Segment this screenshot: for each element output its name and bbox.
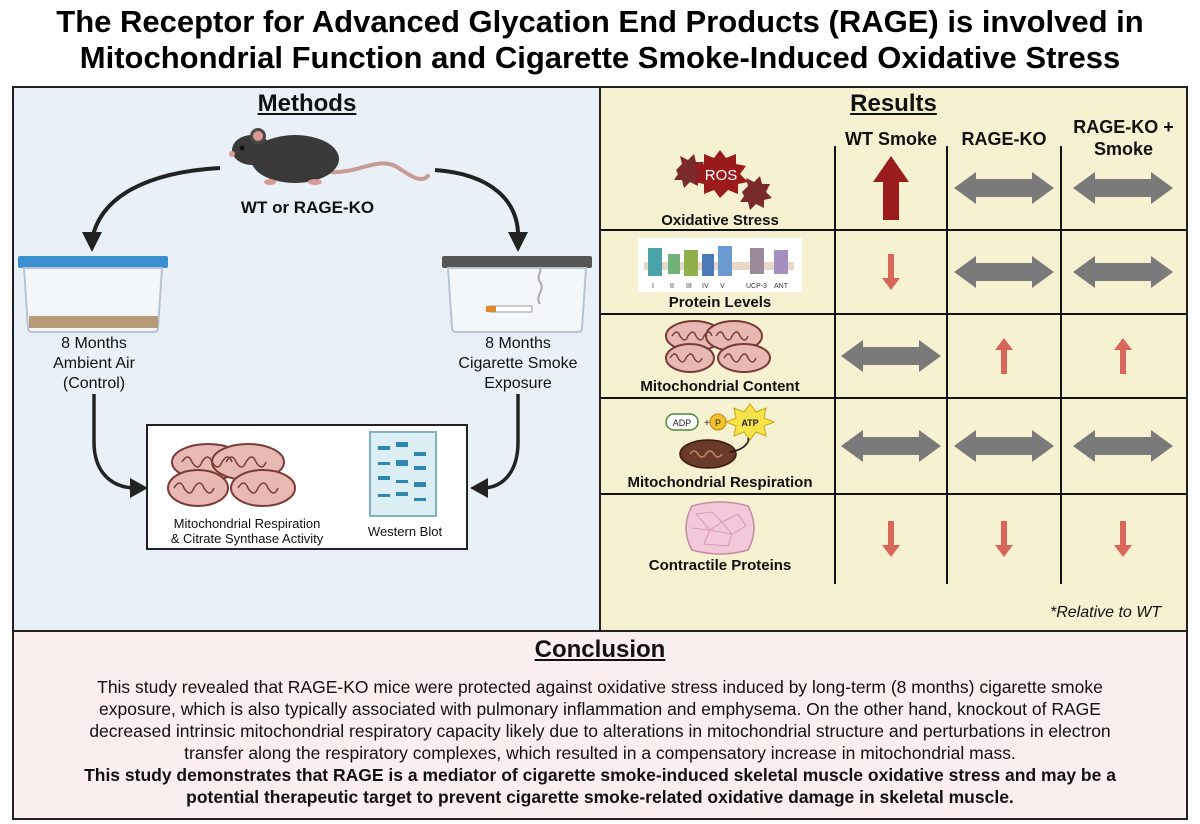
control-cage-label: 8 Months Ambient Air (Control) <box>14 334 174 394</box>
results-effects <box>841 156 1173 557</box>
results-grid <box>601 146 1186 584</box>
complex-label-5: V <box>720 283 725 290</box>
effect-arrow-r0-c2-none <box>1073 172 1173 204</box>
conclusion-line-3: decreased intrinsic mitochondrial respir… <box>89 721 1111 741</box>
smoke-cage-label: 8 Months Cigarette Smoke Exposure <box>436 334 600 394</box>
control-cage-line-1: 8 Months <box>61 335 127 352</box>
protein-complex-icon: I II III IV V UCP-3 ANT <box>638 238 802 292</box>
effect-arrow-r0-c0-up-large <box>873 156 909 220</box>
row-label-mitochondrial-respiration: Mitochondrial Respiration <box>627 474 813 491</box>
effect-arrow-r2-c1-up <box>995 338 1013 374</box>
control-cage-line-2: Ambient Air <box>53 355 135 372</box>
col-header-wt-smoke: WT Smoke <box>844 129 937 149</box>
methods-heading: Methods <box>257 90 357 117</box>
assay-mito-line-1: Mitochondrial Respiration <box>173 516 321 531</box>
complex-label-4: IV <box>702 283 709 290</box>
title-line-2: Mitochondrial Function and Cigarette Smo… <box>79 40 1121 75</box>
conclusion-line-4: transfer along the respiratory complexes… <box>184 743 1016 763</box>
conclusion-bold-line-2: potential therapeutic target to prevent … <box>186 787 1014 807</box>
smoke-cage-icon <box>442 256 592 333</box>
effect-arrow-r4-c2-down <box>1114 521 1132 557</box>
mito-content-icon <box>665 320 771 373</box>
assay-mito-label: Mitochondrial Respiration & Citrate Synt… <box>152 516 342 546</box>
smoke-cage-line-2: Cigarette Smoke <box>458 355 578 372</box>
atp-text: ATP <box>741 418 758 428</box>
complex-label-3: III <box>686 283 692 290</box>
control-cage-icon <box>18 256 168 333</box>
complex-label-2: II <box>670 283 674 290</box>
col-header-rage-ko-smoke: RAGE-KO + Smoke <box>1061 116 1186 160</box>
assay-western-label: Western Blot <box>367 524 443 539</box>
conclusion-body: This study revealed that RAGE-KO mice we… <box>24 676 1176 808</box>
mouse-label: WT or RAGE-KO <box>240 198 375 217</box>
effect-arrow-r1-c2-none <box>1073 256 1173 288</box>
figure-title: The Receptor for Advanced Glycation End … <box>0 4 1200 76</box>
mouse-icon <box>229 128 430 185</box>
arrow-control-to-assays <box>92 394 148 498</box>
effect-arrow-r4-c0-down <box>882 521 900 557</box>
col-header-rage-ko: RAGE-KO <box>961 129 1047 149</box>
figure-frame <box>12 86 1188 820</box>
row-label-protein-levels: Protein Levels <box>668 294 772 311</box>
arrow-smoke-to-assays <box>470 394 520 498</box>
mito-respiration-icon: ADP + P ATP <box>665 403 776 469</box>
effect-arrow-r2-c2-up <box>1114 338 1132 374</box>
ros-text: ROS <box>705 167 738 184</box>
col-header-rage-ko-smoke-line-2: Smoke <box>1093 139 1154 159</box>
smoke-cage-line-1: 8 Months <box>485 335 551 352</box>
effect-arrow-r3-c0-none <box>841 430 941 462</box>
effect-arrow-r4-c1-down <box>995 521 1013 557</box>
complex-label-ant: ANT <box>774 283 789 290</box>
ros-icon <box>674 150 772 210</box>
conclusion-line-1: This study revealed that RAGE-KO mice we… <box>97 677 1103 697</box>
arrow-mouse-to-smoke <box>434 168 528 252</box>
contractile-tissue-icon <box>685 501 755 555</box>
panel-divider-vertical <box>599 88 601 630</box>
results-footnote: *Relative to WT <box>1050 604 1162 621</box>
adp-text: ADP <box>673 418 692 428</box>
plus-text: + <box>704 418 710 429</box>
p-text: P <box>715 418 721 428</box>
title-line-1: The Receptor for Advanced Glycation End … <box>56 4 1144 39</box>
conclusion-bold-line-1: This study demonstrates that RAGE is a m… <box>84 765 1116 785</box>
mitochondria-icon <box>167 443 296 507</box>
western-blot-icon <box>369 431 437 517</box>
panel-divider-horizontal <box>14 630 1186 632</box>
row-label-contractile-proteins: Contractile Proteins <box>648 557 792 574</box>
conclusion-line-2: exposure, which is also typically associ… <box>99 699 1101 719</box>
ros-text-label: ROS <box>705 167 738 184</box>
effect-arrow-r3-c1-none <box>954 430 1054 462</box>
effect-arrow-r3-c2-none <box>1073 430 1173 462</box>
row-label-mitochondrial-content: Mitochondrial Content <box>640 378 800 395</box>
results-heading: Results <box>850 90 937 117</box>
arrow-mouse-to-control <box>82 166 221 252</box>
effect-arrow-r1-c0-down <box>882 254 900 290</box>
conclusion-panel <box>14 632 1186 818</box>
col-header-rage-ko-smoke-line-1: RAGE-KO + <box>1073 117 1174 137</box>
conclusion-heading: Conclusion <box>534 636 666 663</box>
control-cage-line-3: (Control) <box>62 375 126 392</box>
effect-arrow-r2-c0-none <box>841 340 941 372</box>
effect-arrow-r1-c1-none <box>954 256 1054 288</box>
assay-mito-line-2: & Citrate Synthase Activity <box>170 531 324 546</box>
complex-label-1: I <box>652 283 654 290</box>
complex-label-ucp3: UCP-3 <box>746 283 767 290</box>
row-label-oxidative-stress: Oxidative Stress <box>661 212 779 229</box>
smoke-cage-line-3: Exposure <box>484 375 552 392</box>
effect-arrow-r0-c1-none <box>954 172 1054 204</box>
